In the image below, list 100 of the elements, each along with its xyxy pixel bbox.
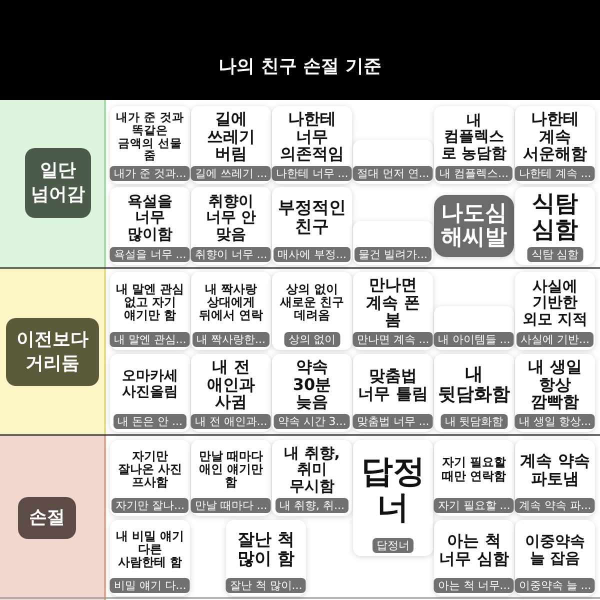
note-text: 나한테 너무 의존적임 — [279, 110, 345, 163]
note-text: 오마카세 사진올림 — [121, 369, 179, 400]
note-label: 계속 약속 파... — [514, 498, 596, 513]
sticky-note — [191, 187, 271, 265]
note-label: 아는 척 너무... — [434, 578, 514, 593]
note-label: 내 말엔 관심... — [110, 332, 190, 347]
sticky-note — [191, 272, 271, 350]
sticky-note — [353, 354, 433, 432]
note-text: 약속 30분 늦음 — [292, 358, 332, 411]
sticky-note — [272, 354, 352, 432]
note-label: 내 생일 항상... — [514, 414, 596, 429]
sticky-note — [272, 106, 352, 184]
note-text: 욕설을 너무 많이함 — [126, 192, 174, 242]
note-text: 내 컴플렉스로 농담함 — [440, 112, 508, 162]
note-text: 계속 약속 파토냄 — [519, 452, 591, 488]
note-label: 나한테 계속 ... — [514, 166, 596, 181]
sticky-note — [353, 221, 433, 265]
note-label: 약속 시간 3... — [274, 414, 350, 429]
note-label: 답정너 — [372, 538, 414, 553]
note-label: 잘난 척 많이... — [226, 578, 306, 593]
note-label: 내 아이템들 ... — [434, 332, 514, 347]
note-text: 답정너 — [360, 454, 426, 525]
sticky-note — [515, 187, 595, 265]
note-label: 비밀 얘기 다... — [110, 578, 190, 593]
sticky-note — [191, 354, 271, 432]
note-label: 취향이 너무 ... — [190, 247, 272, 262]
sticky-note — [434, 106, 514, 184]
note-text: 내가 준 것과 똑같은 금액의 선물 줌 — [114, 111, 185, 162]
note-text: 아는 척 너무 심함 — [438, 532, 510, 568]
note-label: 길에 쓰레기 ... — [190, 166, 272, 181]
sticky-note — [515, 520, 595, 596]
note-text: 맞춤법 너무 틀림 — [357, 366, 429, 402]
sticky-note — [353, 440, 433, 556]
note-label: 내 뒷담화함 — [440, 414, 508, 429]
note-label: 내 취향, 취... — [276, 498, 348, 513]
note-text: 내 생일 항상 깜빡함 — [527, 358, 583, 411]
note-text: 길에 쓰레기 버림 — [206, 110, 256, 163]
sticky-note — [434, 520, 514, 596]
sticky-note — [110, 272, 190, 350]
note-text: 만날 때마다 애인 얘기만 함 — [198, 450, 264, 490]
row-header: 일단 넘어감 — [25, 148, 91, 218]
note-label: 상의 없이 — [284, 332, 340, 347]
sticky-note — [110, 520, 190, 596]
note-label: 내가 준 것과... — [110, 166, 190, 181]
note-label: 이중약속 늘 ... — [514, 578, 596, 593]
note-label: 맞춤법 너무 ... — [352, 414, 434, 429]
sticky-note — [110, 106, 190, 184]
note-text: 내 짝사랑 상대에게 뒤에서 연락 — [198, 282, 264, 322]
note-text: 자기만 잘나온 사진 프사함 — [116, 450, 184, 490]
sticky-note — [110, 187, 190, 265]
note-label: 내 전 애인과... — [190, 414, 272, 429]
note-label: 내 컴플렉스... — [436, 166, 512, 181]
note-text: 부정적인 친구 — [277, 198, 347, 236]
note-label: 식탐 심함 — [527, 247, 583, 262]
sticky-note — [226, 520, 306, 596]
row-header: 손절 — [18, 497, 76, 539]
sticky-note — [110, 354, 190, 432]
sticky-note — [191, 106, 271, 184]
note-label: 자기 필요할 ... — [434, 498, 514, 513]
note-text: 나도심해씨발 — [440, 202, 508, 250]
sticky-note — [110, 440, 190, 516]
note-text: 나한테 계속 서운해함 — [522, 110, 588, 163]
sticky-note — [353, 272, 433, 350]
sticky-note — [515, 272, 595, 350]
note-label: 매사에 부정... — [274, 247, 350, 262]
note-text: 자기 필요할 때만 연락함 — [440, 456, 508, 483]
note-text: 상의 없이 새로운 친구 데려옴 — [278, 282, 346, 322]
sticky-note — [434, 306, 514, 350]
note-label: 사실에 기반... — [516, 332, 594, 347]
note-label: 나한테 너무 ... — [272, 166, 352, 181]
note-label: 절대 먼저 연... — [352, 166, 434, 181]
note-text: 식탐 심함 — [531, 192, 579, 243]
note-text: 내 전 애인과 사귐 — [206, 358, 256, 411]
note-text: 내 비밀 얘기 다른 사람한테 함 — [114, 530, 186, 570]
note-label: 만날 때마다 ... — [190, 498, 272, 513]
note-label: 만나면 계속 ... — [352, 332, 434, 347]
note-text: 만나면 계속 폰 봄 — [365, 276, 421, 329]
row-header: 이전보다 거리둠 — [6, 318, 99, 386]
note-label: 내 돈은 안 ... — [114, 414, 186, 429]
sticky-note — [272, 440, 352, 516]
note-text: 내 취향, 취미 무시함 — [283, 444, 341, 494]
sticky-note — [515, 440, 595, 516]
note-text: 내 말엔 관심 없고 자기 얘기만 함 — [114, 282, 186, 322]
note-label: 물건 빌려가... — [354, 247, 432, 262]
sticky-note — [434, 440, 514, 516]
note-text: 잘난 척 많이 함 — [236, 530, 296, 568]
sticky-note — [434, 354, 514, 432]
note-text: 취향이 너무 안 맞음 — [204, 192, 258, 242]
note-text: 사실에 기반한 외모 지적 — [521, 278, 589, 328]
sticky-note — [353, 140, 433, 184]
sticky-note — [272, 272, 352, 350]
note-label: 욕설을 너무 ... — [110, 247, 190, 262]
sticky-note — [272, 187, 352, 265]
note-label: 내 짝사랑한... — [192, 332, 270, 347]
sticky-note — [191, 440, 271, 516]
sticky-note — [515, 106, 595, 184]
sticky-note — [434, 195, 514, 257]
note-label: 자기만 잘나... — [112, 498, 188, 513]
note-text: 이중약속 늘 잡음 — [524, 533, 586, 566]
sticky-note — [515, 354, 595, 432]
